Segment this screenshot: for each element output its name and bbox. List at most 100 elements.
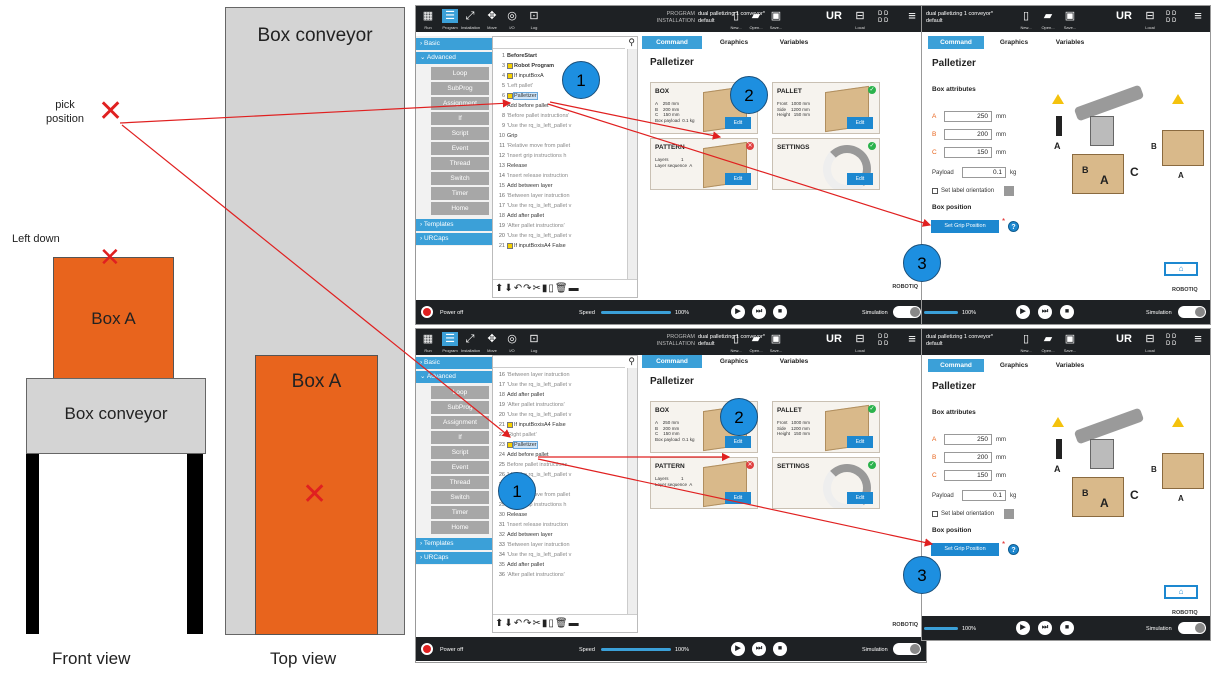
tree-scrollbar[interactable]	[627, 368, 637, 614]
file-open-icon[interactable]: ▰	[751, 10, 761, 22]
sidebar-item-timer[interactable]: Timer	[431, 187, 489, 200]
card-settings-edit-button[interactable]: Edit	[847, 173, 873, 185]
file-save-icon[interactable]: ▣	[770, 10, 782, 22]
tree-row[interactable]: 9'Use the rq_is_left_pallet v	[493, 121, 627, 131]
simulation-toggle[interactable]	[893, 306, 921, 318]
sidebar-item-switch[interactable]: Switch	[431, 491, 489, 504]
attr-file-open-icon[interactable]: ▰	[1043, 10, 1053, 22]
tree-row[interactable]: 34'Use the rq_is_left_pallet v	[493, 550, 627, 560]
nav-move-icon[interactable]: ✥	[487, 10, 497, 22]
home-button[interactable]: ⌂	[1164, 262, 1198, 276]
tree-row[interactable]: 14'Insert release instruction	[493, 171, 627, 181]
sidebar-templates[interactable]: › Templates	[416, 219, 492, 231]
attr-file-save-icon[interactable]: ▣	[1064, 10, 1076, 22]
attr-menu-icon[interactable]: ≡	[1194, 331, 1202, 346]
attr-file-save-icon[interactable]: ▣	[1064, 333, 1076, 345]
sidebar-item-if[interactable]: If	[431, 431, 489, 444]
attr-tab-command[interactable]: Command	[928, 36, 984, 49]
sidebar-item-switch[interactable]: Switch	[431, 172, 489, 185]
power-button-icon[interactable]	[421, 643, 433, 655]
nav-program-icon[interactable]: ☰	[442, 332, 458, 346]
dim-c-input[interactable]: 150	[944, 470, 992, 481]
tree-row[interactable]: 20'Use the rq_is_left_pallet v	[493, 231, 627, 241]
attr-file-new-icon[interactable]: ▯	[1022, 333, 1030, 345]
file-new-icon[interactable]: ▯	[732, 333, 740, 345]
attr-local-icon[interactable]: ⊟	[1145, 333, 1155, 345]
tree-row[interactable]: 19'After pallet instructions'	[493, 221, 627, 231]
sidebar-item-timer[interactable]: Timer	[431, 506, 489, 519]
attr-tab-variables[interactable]: Variables	[1055, 39, 1085, 46]
nav-run-icon[interactable]: ▦	[422, 333, 434, 345]
nav-program-icon[interactable]: ☰	[442, 9, 458, 23]
sidebar-item-thread[interactable]: Thread	[431, 157, 489, 170]
payload-input[interactable]: 0.1	[962, 167, 1006, 178]
menu-icon[interactable]: ≡	[908, 331, 916, 346]
step-icon[interactable]: ⏭	[752, 305, 766, 319]
tab-variables[interactable]: Variables	[779, 358, 809, 365]
sidebar-item-event[interactable]: Event	[431, 461, 489, 474]
step-icon[interactable]: ⏭	[752, 642, 766, 656]
nav-io-icon[interactable]: ◎	[507, 333, 517, 345]
file-save-icon[interactable]: ▣	[770, 333, 782, 345]
tree-row[interactable]: 5'Left pallet'	[493, 81, 627, 91]
sidebar-advanced[interactable]: ⌄ Advanced	[416, 371, 492, 383]
tree-row[interactable]: 20'Use the rq_is_left_pallet v	[493, 410, 627, 420]
power-button-icon[interactable]	[421, 306, 433, 318]
attr-tab-variables[interactable]: Variables	[1055, 362, 1085, 369]
tree-row[interactable]: 33'Between layer instruction	[493, 540, 627, 550]
search-icon[interactable]: ⚲	[628, 356, 635, 366]
attr-play-icon[interactable]: ▶	[1016, 621, 1030, 635]
file-new-icon[interactable]: ▯	[732, 10, 740, 22]
tree-row[interactable]: 8'Before pallet instructions'	[493, 111, 627, 121]
simulation-toggle[interactable]	[893, 643, 921, 655]
card-box-edit-button[interactable]: Edit	[725, 436, 751, 448]
tree-scrollbar[interactable]	[627, 49, 637, 279]
attr-file-open-icon[interactable]: ▰	[1043, 333, 1053, 345]
sidebar-item-subprog[interactable]: SubProg	[431, 401, 489, 414]
sidebar-advanced[interactable]: ⌄ Advanced	[416, 52, 492, 64]
label-orientation-checkbox[interactable]	[932, 188, 938, 194]
card-settings-edit-button[interactable]: Edit	[847, 492, 873, 504]
local-control-icon[interactable]: ⊟	[855, 333, 865, 345]
file-open-icon[interactable]: ▰	[751, 333, 761, 345]
attr-stop-icon[interactable]: ■	[1060, 305, 1074, 319]
tree-row[interactable]: 36'After pallet instructions'	[493, 570, 627, 580]
dim-a-input[interactable]: 250	[944, 111, 992, 122]
attr-tab-graphics[interactable]: Graphics	[999, 39, 1029, 46]
stop-icon[interactable]: ■	[773, 305, 787, 319]
play-icon[interactable]: ▶	[731, 305, 745, 319]
set-grip-position-button[interactable]: Set Grip Position	[931, 543, 999, 556]
stop-icon[interactable]: ■	[773, 642, 787, 656]
help-icon[interactable]: ?	[1008, 221, 1019, 232]
local-control-icon[interactable]: ⊟	[855, 10, 865, 22]
attr-stop-icon[interactable]: ■	[1060, 621, 1074, 635]
tree-search-input[interactable]	[493, 356, 625, 368]
attr-menu-icon[interactable]: ≡	[1194, 8, 1202, 23]
nav-log-icon[interactable]: ⊡	[529, 333, 539, 345]
sidebar-item-assignment[interactable]: Assignment	[431, 416, 489, 429]
label-orientation-checkbox[interactable]	[932, 511, 938, 517]
sidebar-item-thread[interactable]: Thread	[431, 476, 489, 489]
card-box-edit-button[interactable]: Edit	[725, 117, 751, 129]
tree-row[interactable]: 26'Use the rq_is_left_pallet v	[493, 470, 627, 480]
play-icon[interactable]: ▶	[731, 642, 745, 656]
tree-row[interactable]: 29'Insert grip instructions h	[493, 500, 627, 510]
nav-log-icon[interactable]: ⊡	[529, 10, 539, 22]
nav-installation-icon[interactable]: ⤢	[465, 10, 475, 22]
sidebar-urcaps[interactable]: › URCaps	[416, 552, 492, 564]
attr-tab-graphics[interactable]: Graphics	[999, 362, 1029, 369]
card-pallet-edit-button[interactable]: Edit	[847, 436, 873, 448]
tree-row[interactable]: 19'After pallet instructions'	[493, 400, 627, 410]
attr-step-icon[interactable]: ⏭	[1038, 621, 1052, 635]
